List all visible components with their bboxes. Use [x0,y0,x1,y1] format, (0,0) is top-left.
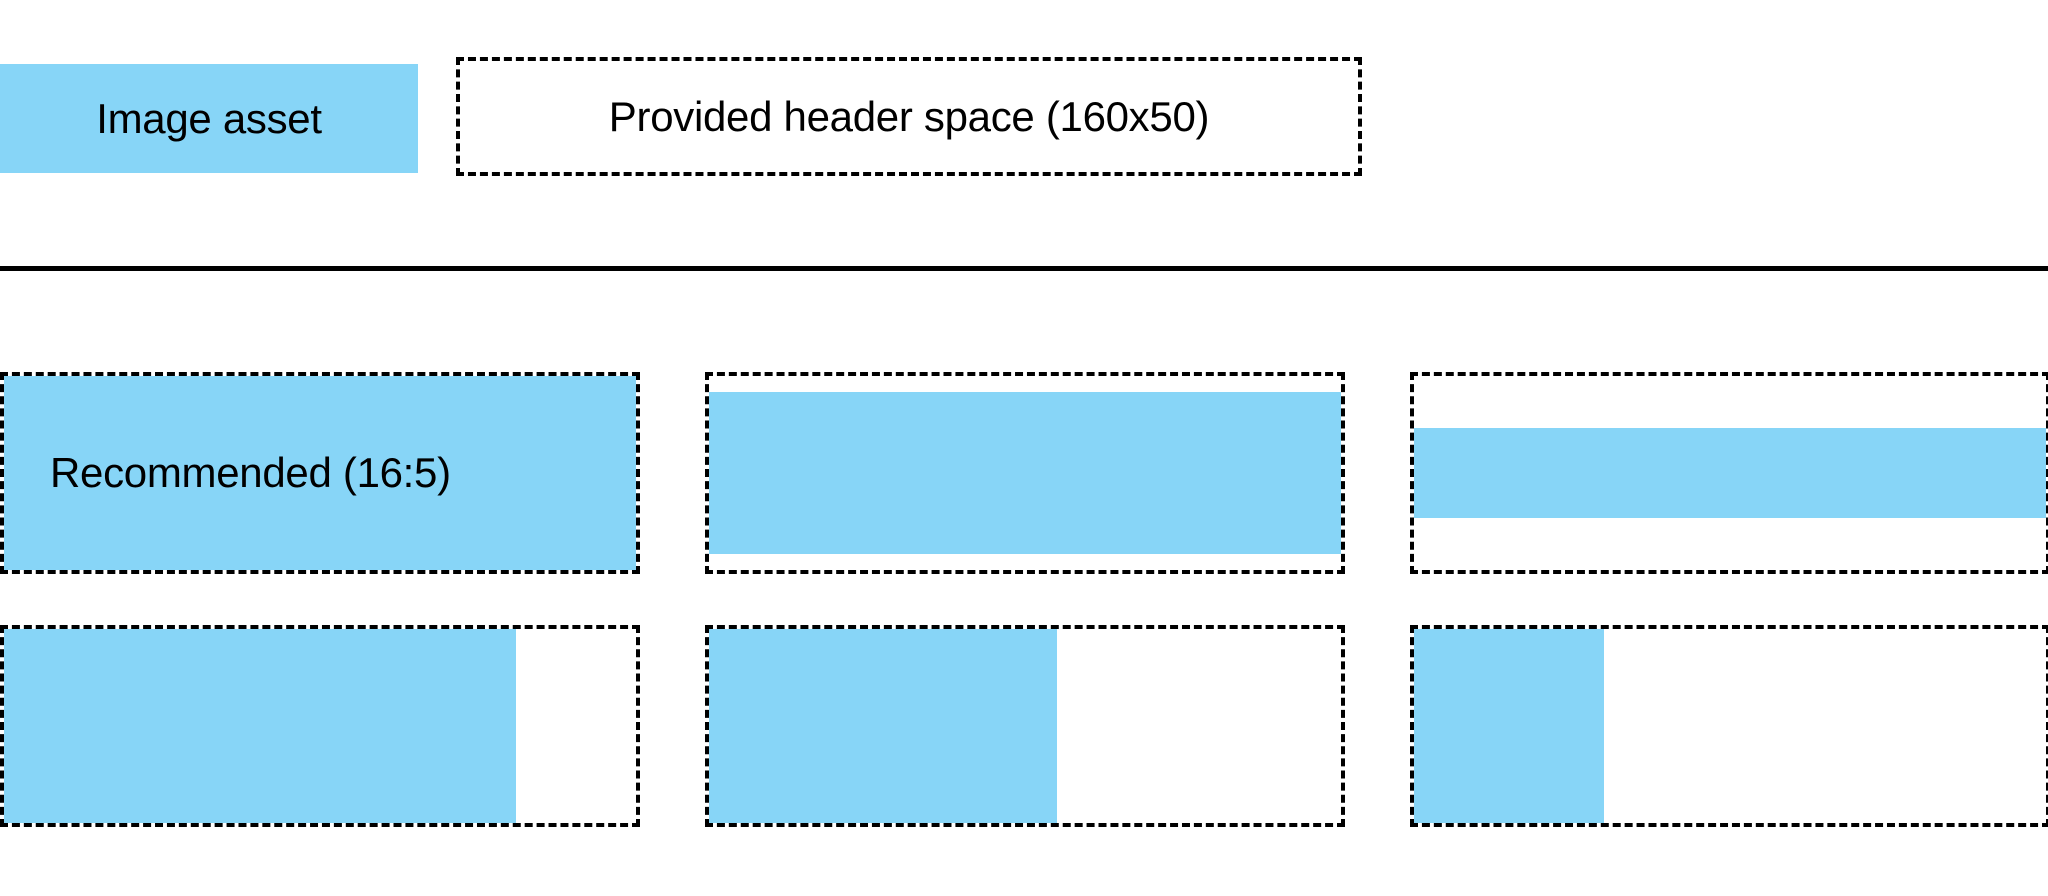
asset-fill-r1c2 [709,391,1341,555]
image-asset-label: Image asset [96,94,322,142]
recommended-ratio-label: Recommended (16:5) [50,449,451,496]
specimen-row-1: Recommended (16:5) [0,372,2048,574]
specimen-cell-r2c1 [0,625,640,827]
aspect-ratio-specimen-grid: Recommended (16:5) [0,372,2048,832]
specimen-cell-r1c2 [705,372,1345,574]
asset-fill-r1c1 [4,376,636,570]
provided-header-space-box: Provided header space (160x50) [456,57,1362,176]
asset-fill-r2c2 [709,629,1057,823]
image-asset-swatch: Image asset [0,64,418,173]
asset-fill-r2c3 [1414,629,1604,823]
header-band: Image asset Provided header space (160x5… [0,0,2048,268]
specimen-cell-r2c2 [705,625,1345,827]
provided-header-space-label: Provided header space (160x50) [608,92,1210,140]
section-divider [0,266,2048,271]
asset-fill-r1c3 [1414,428,2046,518]
specimen-cell-r2c3 [1410,625,2048,827]
specimen-row-2 [0,625,2048,827]
specimen-cell-r1c1: Recommended (16:5) [0,372,640,574]
specimen-cell-r1c3 [1410,372,2048,574]
asset-fill-r2c1 [4,629,516,823]
